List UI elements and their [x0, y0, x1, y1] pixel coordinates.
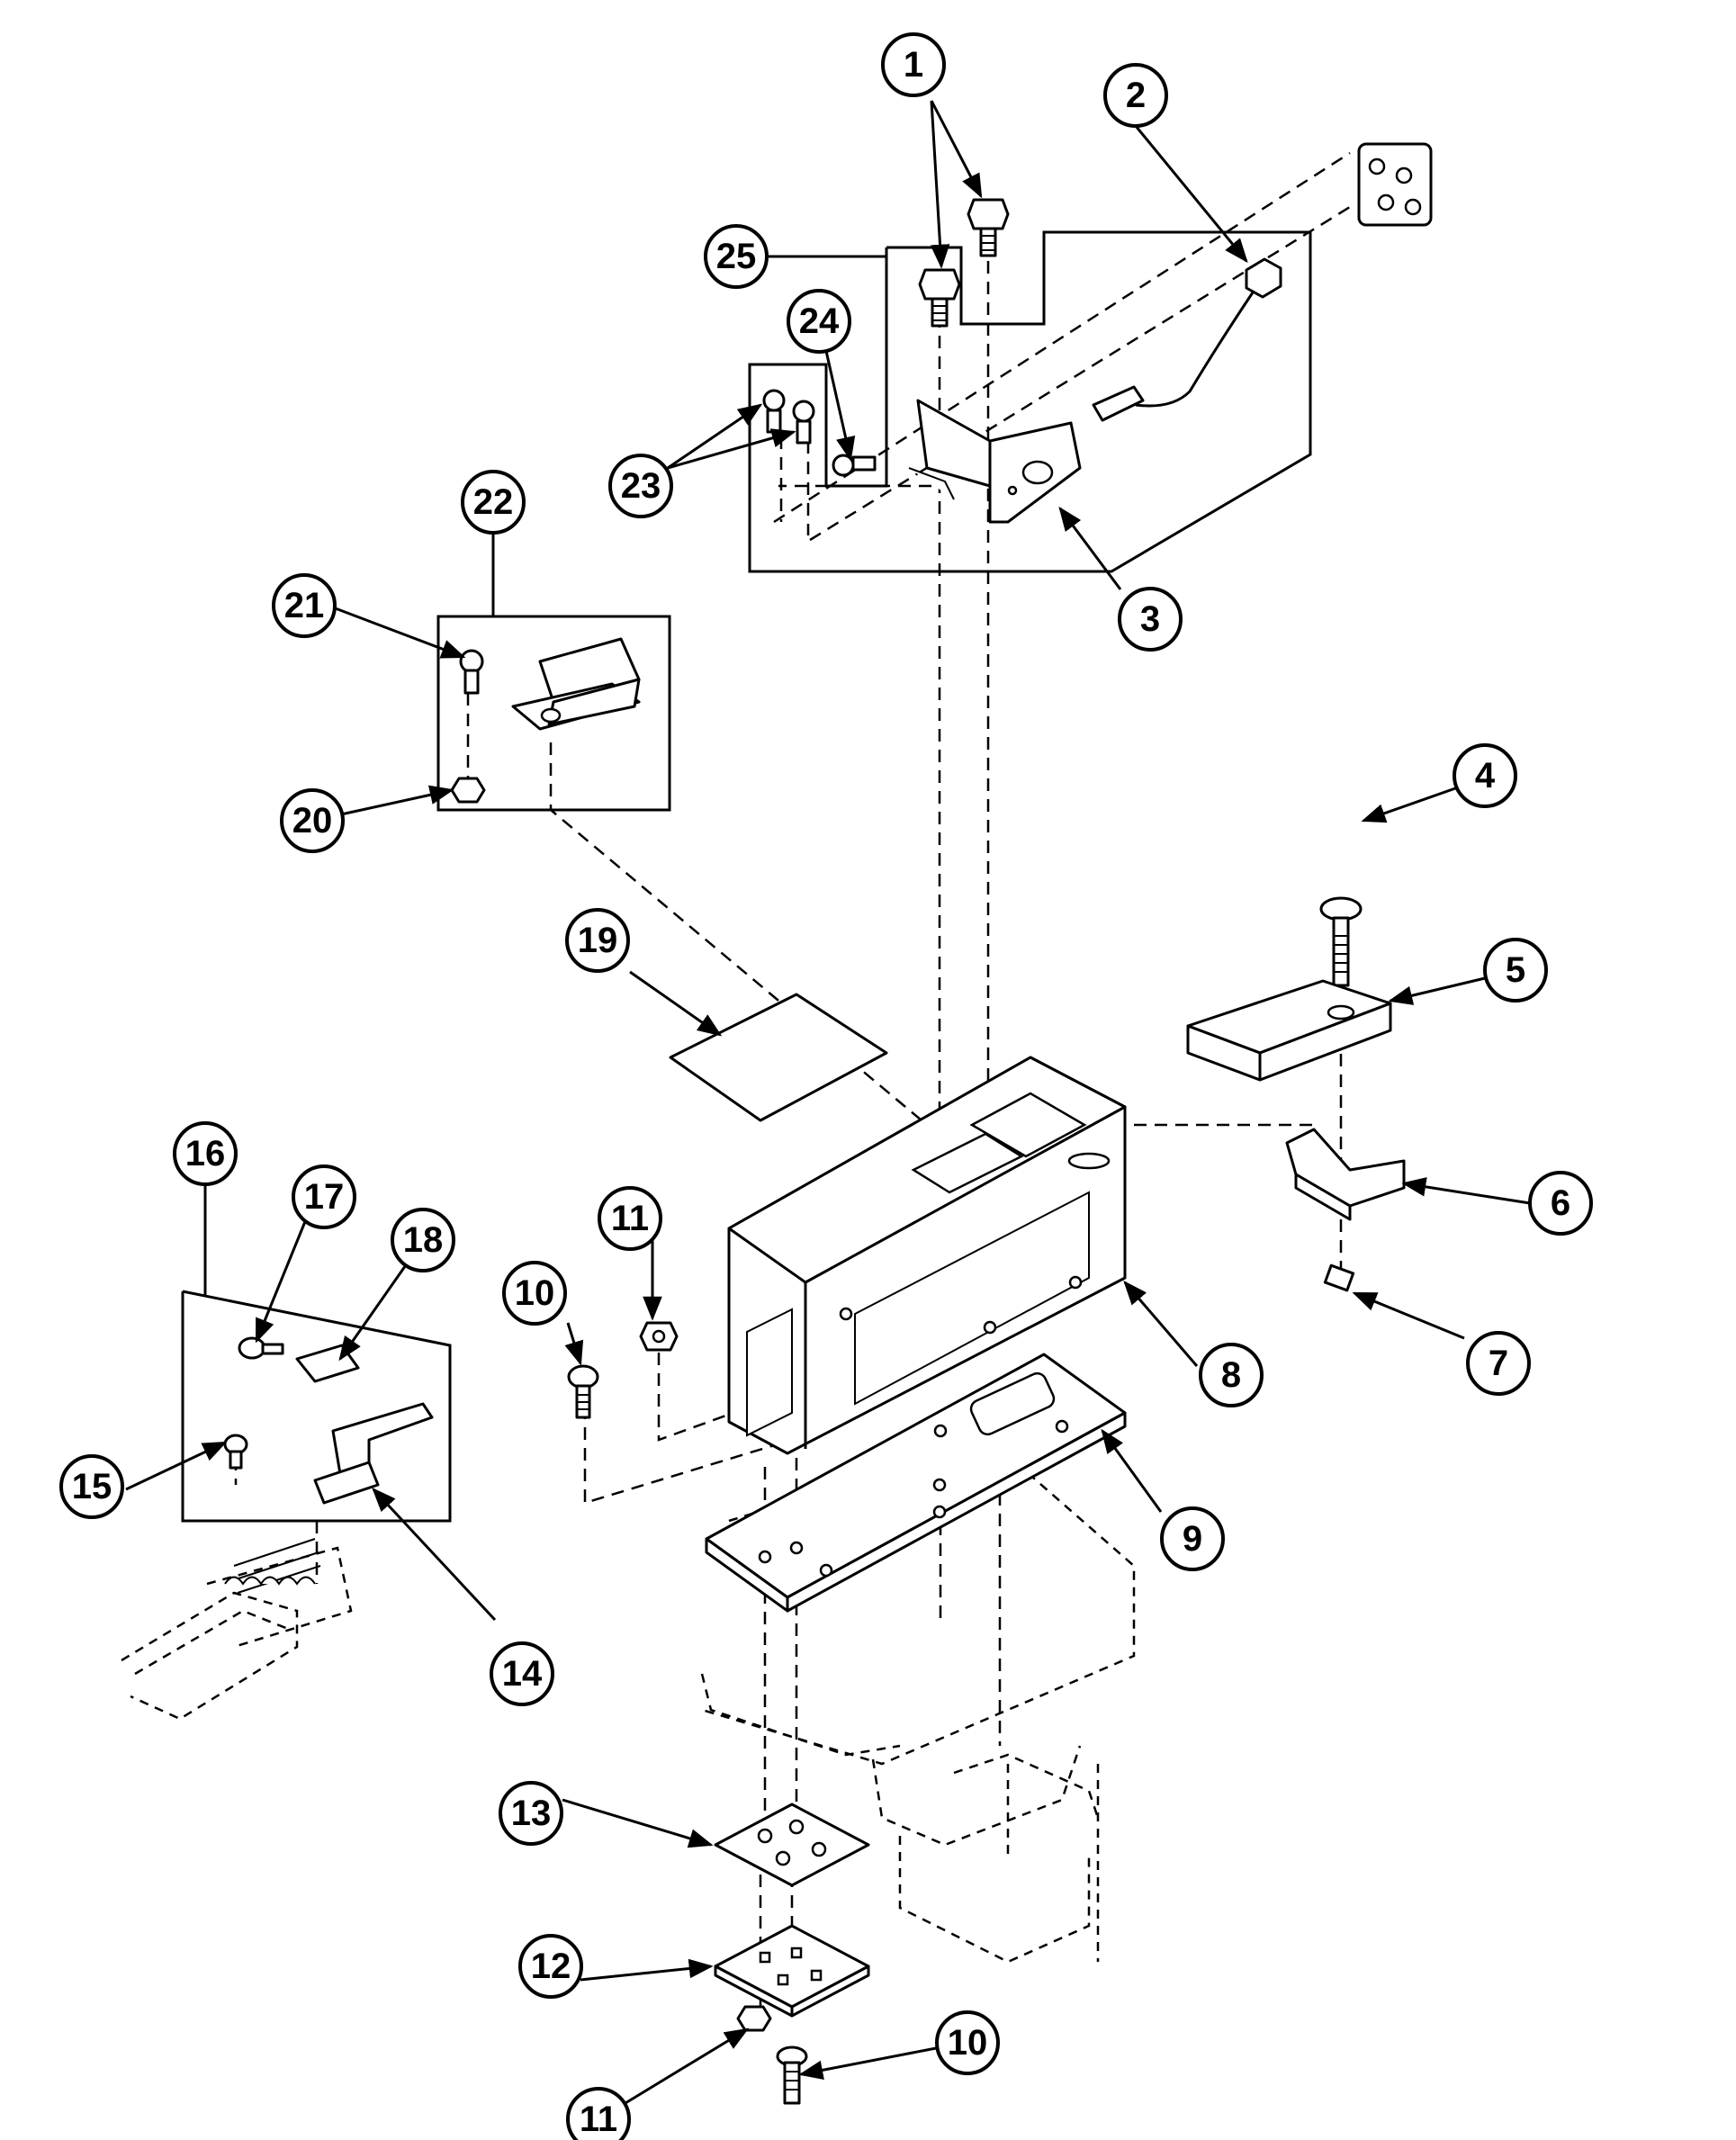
nut-part-20 [450, 777, 486, 804]
sensor-part-2 [1092, 142, 1433, 422]
callout-20: 20 [280, 788, 345, 853]
callout-21: 21 [272, 573, 337, 638]
svg-text:25: 25 [716, 237, 757, 276]
svg-text:23: 23 [621, 466, 661, 506]
callout-17: 17 [292, 1164, 356, 1229]
callout-14: 14 [490, 1641, 554, 1706]
svg-text:18: 18 [403, 1220, 444, 1260]
svg-text:10: 10 [515, 1273, 555, 1313]
callout-11: 11 [598, 1186, 662, 1251]
callout-24: 24 [787, 289, 851, 354]
leader-lines [125, 100, 1531, 2108]
callout-5: 5 [1483, 938, 1548, 1003]
pad-part-5 [1186, 979, 1392, 1082]
lever-part-14 [313, 1402, 434, 1505]
connector-block [1357, 142, 1433, 227]
callout-18: 18 [391, 1208, 455, 1272]
bracket-part-22 [511, 637, 641, 731]
callout-22: 22 [461, 470, 526, 535]
svg-text:19: 19 [578, 921, 618, 960]
svg-text:10: 10 [948, 2023, 988, 2063]
svg-text:11: 11 [580, 2100, 617, 2139]
svg-text:7: 7 [1489, 1344, 1508, 1383]
svg-text:16: 16 [185, 1134, 226, 1173]
plate-part-13 [714, 1803, 870, 1887]
bolt-part-10 [567, 1364, 599, 1419]
callout-1: 1 [881, 32, 946, 97]
screw-part-21 [459, 649, 484, 695]
bolt-part-10-lower [776, 2046, 808, 2105]
callout-2: 2 [1103, 63, 1168, 128]
callout-25: 25 [704, 224, 769, 289]
bracket-part-18 [295, 1344, 360, 1383]
clip-part-6 [1285, 1128, 1406, 1221]
svg-text:2: 2 [1126, 76, 1146, 115]
callout-23: 23 [608, 454, 673, 518]
plate-part-9 [705, 1353, 1127, 1613]
svg-text:1: 1 [904, 45, 923, 85]
svg-text:6: 6 [1551, 1183, 1570, 1223]
callout-11-lower: 11 [566, 2087, 631, 2140]
svg-text:8: 8 [1221, 1355, 1241, 1395]
nut-part-7 [1323, 1263, 1355, 1292]
callout-10: 10 [502, 1261, 567, 1326]
svg-text:17: 17 [304, 1177, 345, 1217]
sheet-part-19 [669, 993, 888, 1122]
callout-19: 19 [565, 908, 630, 973]
screw-part-17 [238, 1336, 284, 1360]
svg-text:13: 13 [511, 1794, 552, 1833]
svg-text:20: 20 [292, 801, 333, 841]
svg-text:4: 4 [1475, 756, 1496, 796]
plate-part-12 [714, 1924, 870, 2018]
svg-text:11: 11 [611, 1199, 649, 1238]
housing-part-8 [727, 1056, 1127, 1455]
nut-part-11-lower [736, 2005, 772, 2032]
svg-text:21: 21 [284, 586, 325, 625]
svg-text:15: 15 [72, 1467, 112, 1506]
callout-10-lower: 10 [935, 2010, 1000, 2075]
svg-text:22: 22 [473, 482, 514, 522]
screws-part-23 [762, 389, 815, 445]
callout-13: 13 [499, 1781, 563, 1846]
callout-9: 9 [1160, 1506, 1225, 1571]
callout-8: 8 [1199, 1343, 1264, 1407]
screw-part-15 [223, 1434, 248, 1470]
nut-part-11 [639, 1321, 679, 1352]
callout-15: 15 [59, 1454, 124, 1519]
bracket-part-3 [908, 399, 1082, 524]
bolt-part-1 [918, 198, 1010, 328]
svg-text:24: 24 [799, 301, 840, 341]
svg-text:9: 9 [1183, 1519, 1202, 1559]
screw-part-4 [1319, 896, 1363, 987]
callout-3: 3 [1118, 587, 1183, 652]
callout-4: 4 [1453, 743, 1517, 808]
svg-text:3: 3 [1140, 599, 1160, 639]
callout-6: 6 [1528, 1171, 1593, 1236]
callout-12: 12 [518, 1934, 583, 1999]
screw-part-24 [832, 454, 877, 477]
callout-16: 16 [173, 1121, 238, 1186]
svg-text:14: 14 [502, 1654, 543, 1694]
svg-text:12: 12 [531, 1947, 571, 1986]
svg-text:5: 5 [1506, 950, 1525, 990]
callout-7: 7 [1466, 1331, 1531, 1396]
ghost-linkage-assembly [121, 1538, 353, 1721]
